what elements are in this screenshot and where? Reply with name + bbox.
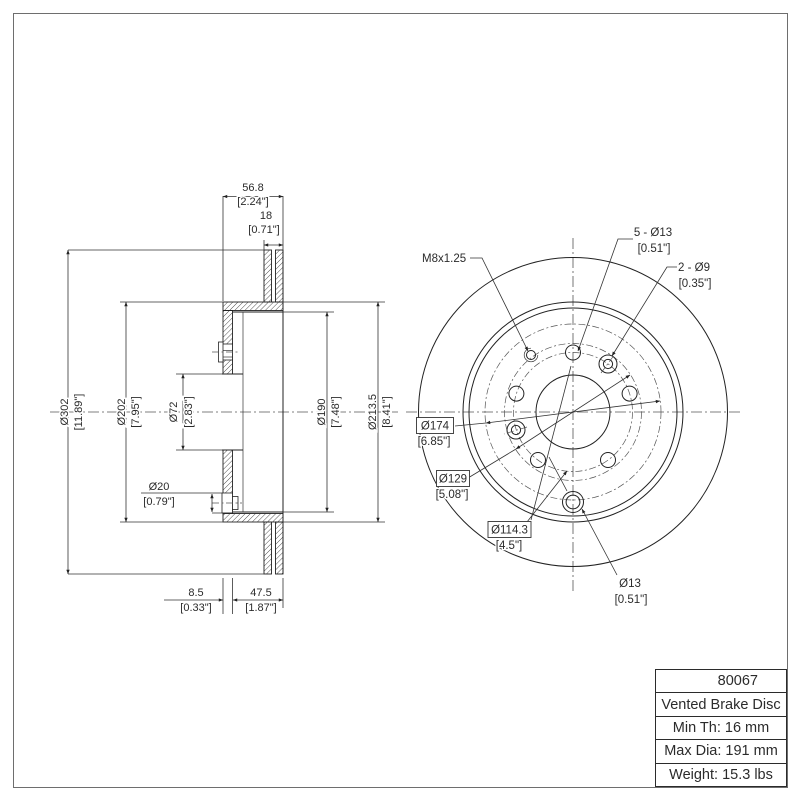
dim-ring-th-in: [0.71"]: [248, 224, 279, 236]
thread-hole: [523, 347, 539, 363]
label-d114-boxed: Ø114.3 [4.5"]: [487, 521, 532, 553]
part-number: 80067: [717, 673, 758, 690]
dim-ring-th-mm: 18: [260, 210, 272, 222]
dim-d202-in: [7.95"]: [130, 396, 142, 427]
dim-total-width-in: [2.24"]: [237, 196, 268, 208]
section-bolt-hole-top: [212, 341, 240, 363]
label-d114-in: [4.5"]: [496, 540, 522, 552]
label-d174: Ø174: [421, 421, 450, 433]
dim-total-width-mm: 56.8: [242, 182, 263, 194]
dim-d190-mm: Ø190: [316, 399, 328, 426]
label-lugs: 5 - Ø13: [634, 227, 672, 239]
pin-holes: [503, 353, 618, 440]
label-thread: M8x1.25: [422, 253, 466, 265]
dim-offset-in: [0.33"]: [180, 602, 211, 614]
label-screw-in: [0.51"]: [615, 594, 648, 606]
dim-depth-mm: 47.5: [250, 587, 271, 599]
label-lugs-in: [0.51"]: [638, 243, 671, 255]
max-diameter: Max Dia: 191 mm: [656, 739, 786, 762]
front-leaders: [454, 238, 677, 576]
dim-d302-mm: Ø302: [59, 399, 71, 426]
label-screw: Ø13: [619, 578, 641, 590]
dim-d202-mm: Ø202: [116, 399, 128, 426]
dim-d302-in: [11.89"]: [73, 394, 85, 431]
label-d174-boxed: Ø174 [6.85"]: [416, 417, 454, 449]
title-block: 80067 Vented Brake Disc Min Th: 16 mm Ma…: [655, 669, 787, 787]
product-name: Vented Brake Disc: [656, 692, 786, 715]
label-pins: 2 - Ø9: [678, 262, 710, 274]
label-d129: Ø129: [439, 474, 467, 486]
dim-d20-mm: Ø20: [149, 481, 170, 493]
label-d174-in: [6.85"]: [418, 436, 451, 448]
section-extension-lines: [68, 196, 385, 614]
dim-d213-mm: Ø213.5: [367, 394, 379, 430]
dim-d72-mm: Ø72: [168, 402, 180, 423]
label-pins-in: [0.35"]: [679, 278, 712, 290]
dim-d20-in: [0.79"]: [143, 496, 174, 508]
dim-offset-mm: 8.5: [188, 587, 203, 599]
label-d114: Ø114.3: [491, 525, 528, 537]
section-view: 56.8 [2.24"] 18 [0.71"] Ø302 [11.89"] Ø2…: [50, 181, 398, 616]
label-d129-boxed: Ø129 [5.08"]: [434, 470, 470, 502]
dim-d190-in: [7.48"]: [330, 396, 342, 427]
section-outline: [222, 250, 284, 574]
label-d129-in: [5.08"]: [436, 489, 469, 501]
front-view: M8x1.25 5 - Ø13 [0.51"] 2 - Ø9 [0.35"] Ø…: [406, 226, 742, 607]
section-screw-hole-bottom: [212, 492, 242, 514]
dim-depth-in: [1.87"]: [245, 602, 276, 614]
dim-d213-in: [8.41"]: [381, 396, 393, 427]
weight: Weight: 15.3 lbs: [656, 762, 786, 786]
section-dimension-lines: [66, 194, 380, 602]
min-thickness: Min Th: 16 mm: [656, 715, 786, 739]
dim-d72-in: [2.83"]: [183, 396, 195, 427]
set-screw-hole: [562, 491, 584, 513]
